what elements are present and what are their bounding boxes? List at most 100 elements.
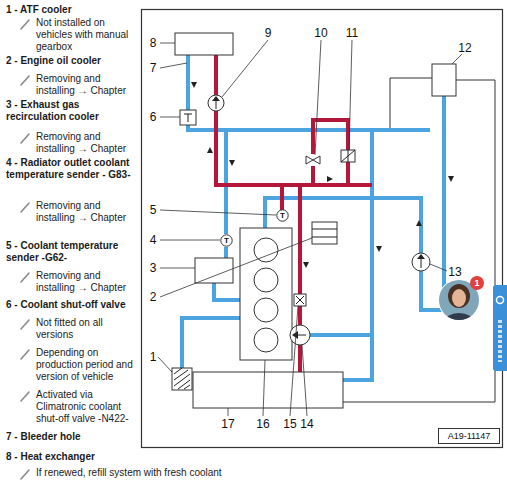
pencil-icon <box>21 203 29 212</box>
flow-arrow <box>327 176 333 182</box>
cylinder <box>254 268 278 292</box>
pump-symbol <box>290 325 310 345</box>
callout-number: 9 <box>259 25 277 41</box>
cold-pipe <box>310 333 372 337</box>
cylinder <box>254 298 278 322</box>
item-note: Not installed on vehicles with manual ge… <box>36 17 136 53</box>
pencil-icon <box>21 76 29 85</box>
hot-pipe <box>313 120 348 154</box>
notification-badge <box>470 276 484 290</box>
symbol-details <box>174 97 421 389</box>
item-note: Removing and installing → Chapter <box>36 270 136 294</box>
cylinder <box>254 328 278 352</box>
cold-pipe <box>343 130 372 380</box>
callout-number: 10 <box>312 25 330 41</box>
vent-line <box>390 78 432 130</box>
leader-line <box>160 240 220 241</box>
item-heading: 6 - Coolant shut-off valve <box>6 299 138 311</box>
item-note: If renewed, refill system with fresh coo… <box>36 467 436 479</box>
sender-letter: T <box>224 236 229 245</box>
cold-pipe <box>182 318 240 368</box>
avatar <box>438 276 484 331</box>
flow-arrow <box>207 147 213 153</box>
side-tab-text <box>498 320 502 362</box>
pump-arrow-head <box>212 96 220 101</box>
valve-symbol <box>341 150 355 162</box>
side-tab-bar <box>493 285 507 371</box>
callout-number: 16 <box>254 416 272 432</box>
sender-circle <box>221 235 232 246</box>
flow-arrow <box>376 246 382 252</box>
atf-cooler <box>172 368 192 390</box>
hot-pipe <box>346 162 350 185</box>
expansion-tank <box>432 64 456 96</box>
leader-line <box>228 408 229 416</box>
leader-line <box>160 268 195 269</box>
callout-number: 14 <box>298 416 316 432</box>
pencil-icon <box>21 392 29 401</box>
leader-line <box>452 54 462 64</box>
components <box>172 33 456 408</box>
leader-line <box>160 117 180 118</box>
pencil-icon <box>21 350 29 359</box>
leader-line <box>315 40 321 155</box>
callout-number: 7 <box>144 60 162 76</box>
valve-mark <box>341 150 355 162</box>
heat-exchanger <box>175 33 233 55</box>
item-heading: 1 - ATF cooler <box>6 4 138 16</box>
callout-number: 4 <box>144 232 162 248</box>
callout-number: 2 <box>144 289 162 305</box>
cold-pipe <box>188 125 430 130</box>
item-note: Removing and installing → Chapter <box>36 131 136 155</box>
item-note: Activated via Climatronic coolant shut-o… <box>36 389 140 425</box>
hot-pipe <box>298 185 302 294</box>
pump-symbol <box>208 95 224 111</box>
gear-icon <box>497 297 504 304</box>
leader-line <box>160 63 187 68</box>
badge-count: 1 <box>470 276 484 290</box>
leader-line <box>160 210 276 215</box>
item-note: Removing and installing → Chapter <box>36 73 136 97</box>
callout-number: 5 <box>144 202 162 218</box>
diagram-frame <box>142 10 503 448</box>
hot-pipe <box>216 111 372 185</box>
cooler-fins <box>312 229 337 237</box>
temperature-sender: T <box>220 234 233 247</box>
avatar-body <box>444 313 474 331</box>
pencil-icon <box>21 320 29 329</box>
radiator <box>193 372 343 408</box>
flow-arrows <box>191 82 454 268</box>
thermostat <box>294 294 306 306</box>
callout-number: 11 <box>343 25 361 41</box>
pencil-icon <box>21 470 29 479</box>
leader-line <box>430 264 447 271</box>
engine-block <box>240 228 292 360</box>
leader-line <box>160 43 175 44</box>
flow-arrow <box>448 176 454 182</box>
cylinder <box>254 238 278 262</box>
hot-pipe <box>298 345 302 372</box>
callout-number: 1 <box>144 349 162 365</box>
leader-line <box>160 238 312 297</box>
oil-cooler <box>312 222 337 244</box>
pump-symbol <box>412 253 430 271</box>
sender-letter: T <box>280 211 285 220</box>
flow-arrow <box>303 262 309 268</box>
item-heading: 7 - Bleeder hole <box>6 431 138 443</box>
item-heading: 5 - Coolant temperature sender -G62- <box>6 240 138 264</box>
leader-line <box>263 360 265 416</box>
leader-lines <box>158 40 462 416</box>
figure-number: A19-11147 <box>448 432 491 441</box>
figure-number-box: A19-11147 <box>438 428 500 444</box>
item-note: Depending on production period and versi… <box>36 347 140 383</box>
item-heading: 3 - Exhaust gas recirculation cooler <box>6 99 138 123</box>
cold-pipe <box>214 283 240 300</box>
avatar-hair <box>448 284 470 308</box>
leader-line <box>222 40 268 97</box>
hot-pipe <box>280 185 284 210</box>
cold-pipe <box>421 96 444 310</box>
cooler-hatching <box>174 368 190 389</box>
leader-line <box>290 306 298 416</box>
cold-pipes <box>182 55 444 380</box>
